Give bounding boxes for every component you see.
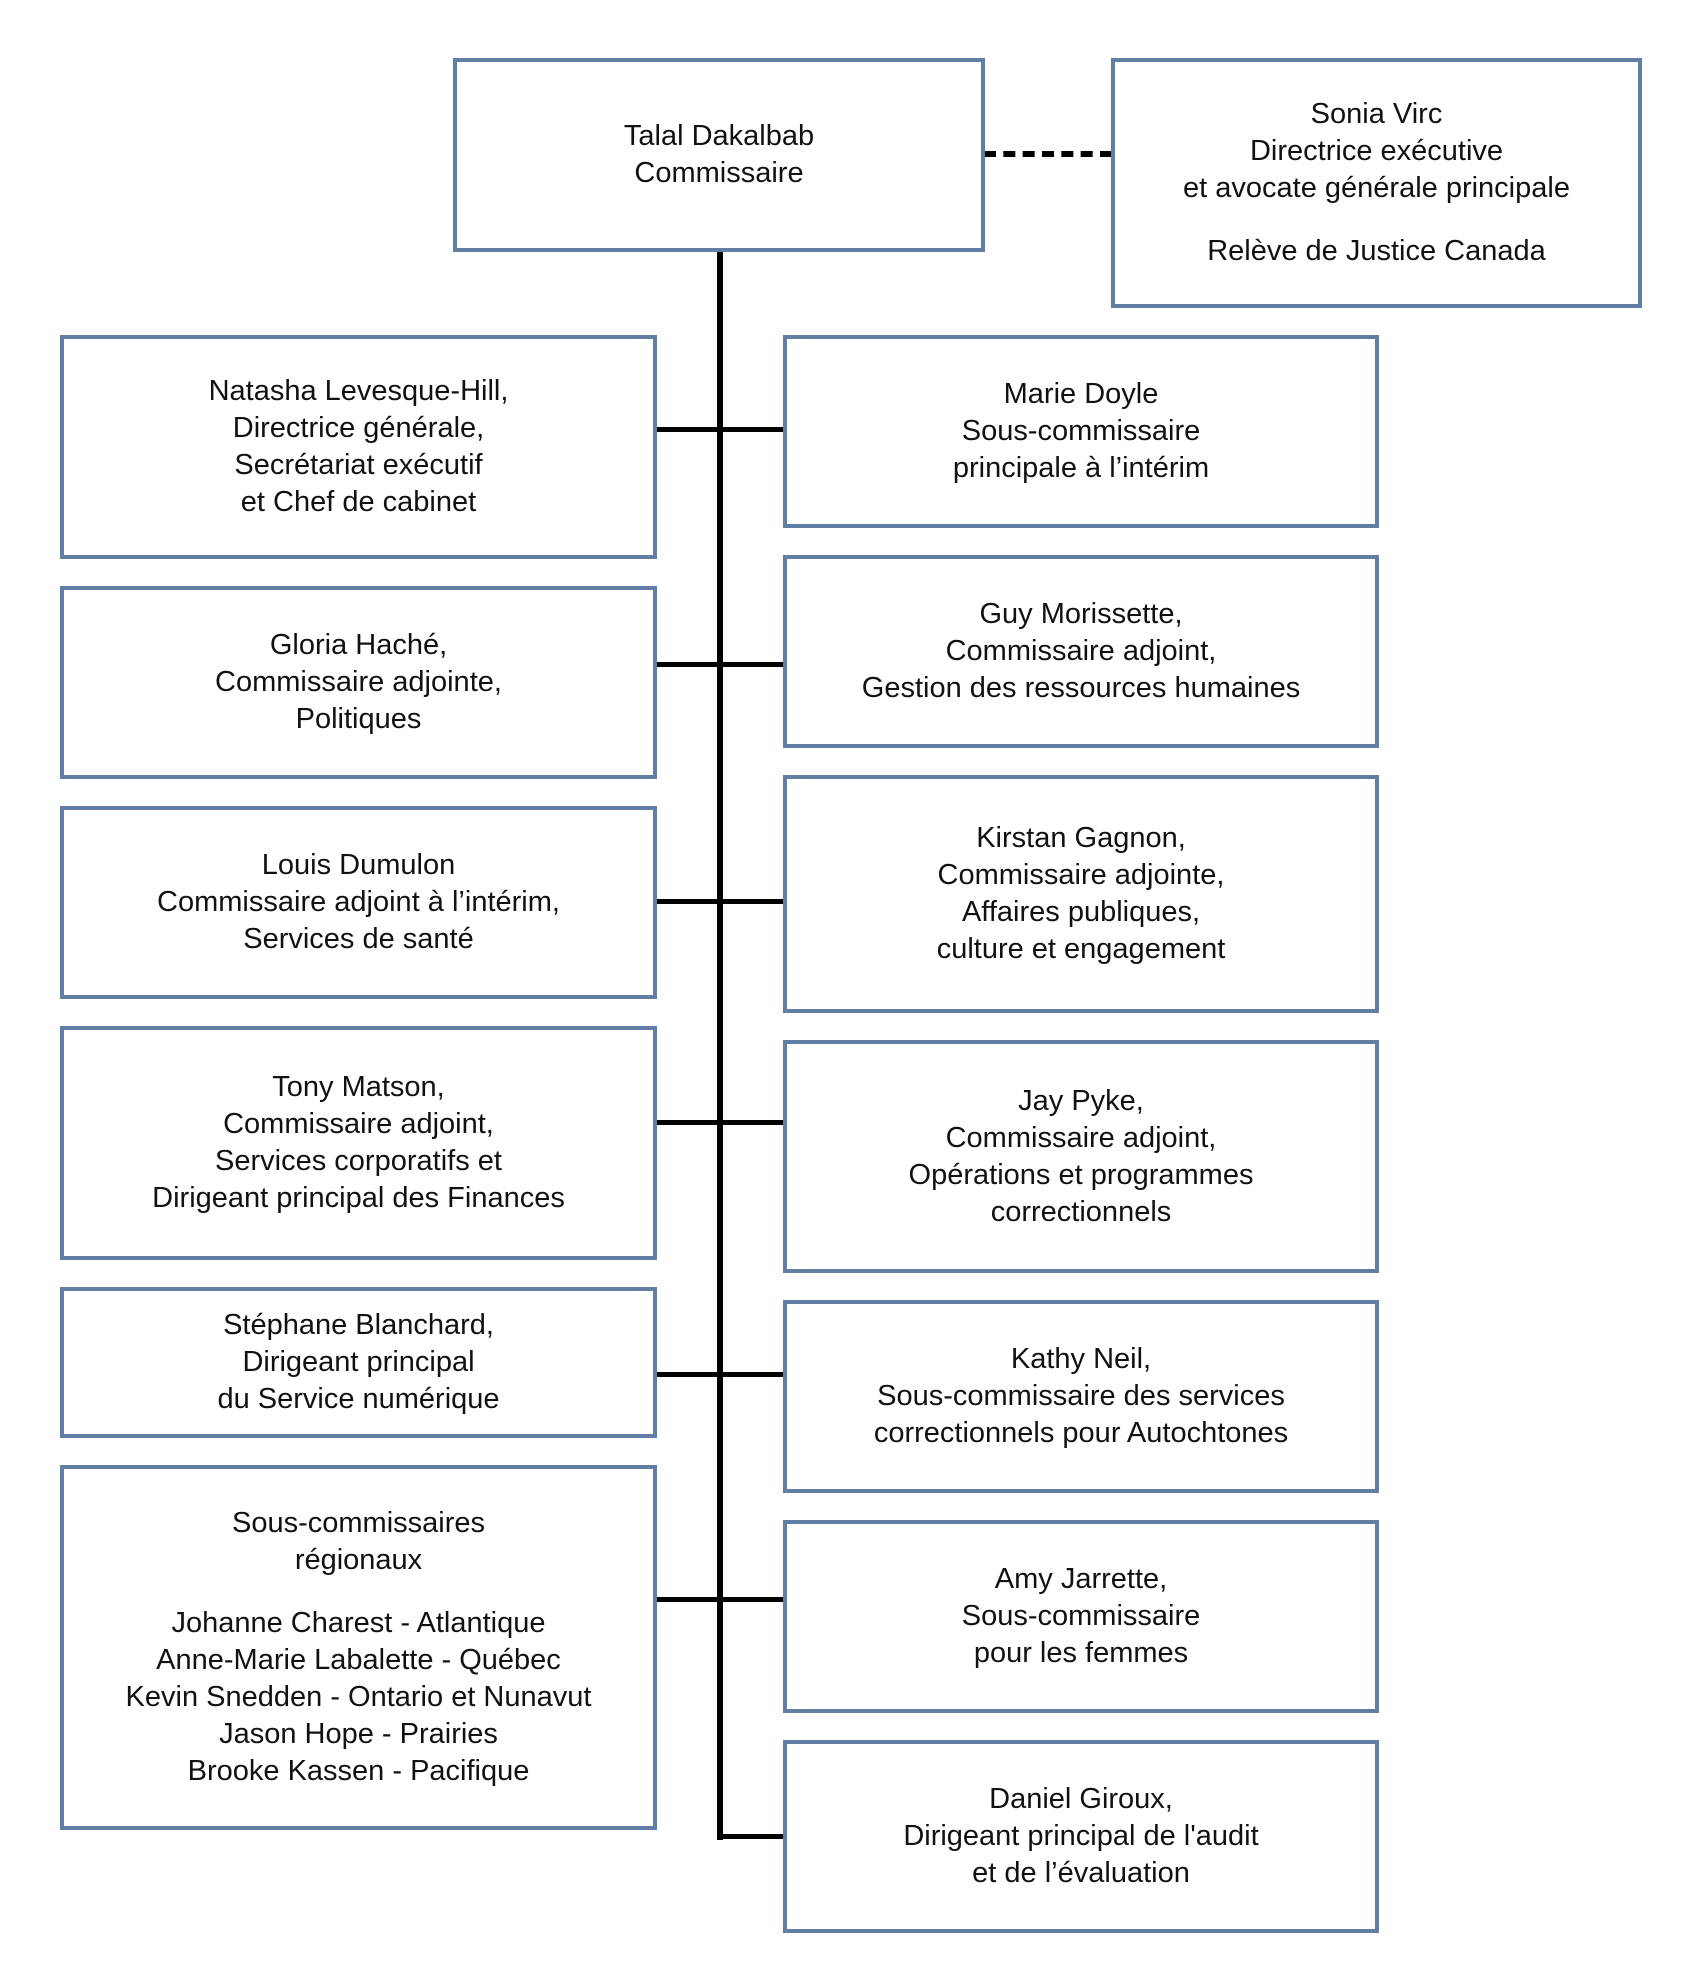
box-text-line: Affaires publiques, (961, 896, 1201, 928)
box-text-line: Services corporatifs et (215, 1145, 502, 1177)
advisor-dashed-connector (984, 151, 1112, 157)
women-offender-box: Amy Jarrette, Sous-commissaire pour les fe… (783, 1520, 1379, 1713)
box-text-line: Services de santé (243, 923, 474, 955)
box-text-line: Jay Pyke, (1018, 1084, 1144, 1117)
box-text-line: Marie Doyle (1003, 378, 1159, 410)
box-text-line: et avocate générale principale (1183, 172, 1570, 204)
connector-row-4 (656, 1120, 784, 1125)
box-text-line: pour les femmes (973, 1637, 1189, 1669)
box-text-line: Kirstan Gagnon, (976, 822, 1186, 854)
box-text-line: Secrétariat exécutif (234, 449, 483, 481)
box-text-line: Natasha Levesque-Hill, (208, 375, 509, 407)
executive-secretariat-box: Natasha Levesque-Hill, Directrice général… (60, 335, 657, 559)
correctional-operations-box: Jay Pyke, Commissaire adjoint, Opérations … (783, 1040, 1379, 1273)
box-text-line: Kathy Neil, (1010, 1343, 1152, 1375)
policy-box: Gloria Haché, Commissaire adjointe, Politi… (60, 586, 657, 779)
connector-row-3 (656, 899, 784, 904)
connector-row-1 (656, 427, 784, 432)
public-affairs-box: Kirstan Gagnon, Commissaire adjointe, Affa… (783, 775, 1379, 1013)
box-text-line: principale à l’intérim (952, 452, 1210, 484)
box-text-line: Sous-commissaire (961, 415, 1201, 447)
box-text-line: Sous-commissaires (232, 1507, 485, 1539)
digital-service-box: Stéphane Blanchard, Dirigeant principal du… (60, 1287, 657, 1438)
box-text-line: Relève de Justice Canada (1207, 235, 1546, 267)
indigenous-services-box: Kathy Neil, Sous-commissaire des services… (783, 1300, 1379, 1493)
box-text-line: et Chef de cabinet (240, 486, 477, 518)
box-text-line: Tony Matson, (272, 1071, 445, 1103)
box-text-line: Amy Jarrette, (994, 1563, 1168, 1595)
box-text-line: Directrice exécutive (1249, 135, 1504, 167)
box-text-line: Kevin Snedden - Ontario et Nunavut (125, 1681, 592, 1713)
box-text-line: Jason Hope - Prairies (219, 1718, 498, 1750)
box-text-line: Anne-Marie Labalette - Québec (156, 1644, 561, 1676)
box-text-line: Politiques (295, 703, 422, 735)
box-text-line: culture et engagement (936, 933, 1226, 965)
box-text-line: Sous-commissaire (961, 1600, 1201, 1632)
box-text-line: Stéphane Blanchard, (223, 1309, 494, 1341)
box-text-line: Sous-commissaire des services (877, 1380, 1285, 1412)
box-text-line: Commissaire adjoint, (945, 635, 1217, 667)
box-text-line: Opérations et programmes (908, 1158, 1254, 1191)
box-text-line: Dirigeant principal (242, 1346, 475, 1378)
box-text-line: régionaux (294, 1544, 423, 1576)
main-vertical-connector (717, 252, 723, 1840)
human-resources-box: Guy Morissette, Commissaire adjoint, Gesti… (783, 555, 1379, 748)
box-text-line: Commissaire adjointe, (215, 666, 502, 698)
box-text-line: Louis Dumulon (261, 849, 456, 881)
box-text-line: et de l’évaluation (972, 1857, 1190, 1889)
box-text-line: Commissaire adjoint à l’intérim, (157, 886, 560, 918)
box-text-line: Directrice générale, (232, 412, 485, 444)
box-text-line: Gestion des ressources humaines (861, 672, 1301, 704)
box-text-line: Dirigeant principal des Finances (152, 1182, 565, 1214)
box-text-line: Commissaire (634, 157, 804, 189)
audit-evaluation-box: Daniel Giroux, Dirigeant principal de l'a… (783, 1740, 1379, 1933)
box-text-line: Daniel Giroux, (989, 1783, 1173, 1815)
box-text-line: Sonia Virc (1310, 98, 1443, 130)
box-text-line: Brooke Kassen - Pacifique (187, 1755, 530, 1787)
box-text-line: Talal Dakalbab (623, 120, 815, 152)
box-text-line: Gloria Haché, (269, 629, 448, 661)
box-text-line: Dirigeant principal de l'audit (903, 1820, 1259, 1852)
box-text-line: du Service numérique (217, 1383, 500, 1415)
corporate-services-box: Tony Matson, Commissaire adjoint, Services… (60, 1026, 657, 1260)
box-text-line: Commissaire adjoint, (945, 1121, 1217, 1154)
box-text-line: Commissaire adjointe, (937, 859, 1225, 891)
box-text-line: Johanne Charest - Atlantique (171, 1607, 546, 1639)
connector-row-5 (656, 1372, 784, 1377)
connector-row-2 (656, 662, 784, 667)
box-text-line: Guy Morissette, (979, 598, 1183, 630)
box-text-line: correctionnels (990, 1195, 1172, 1228)
connector-row-7 (720, 1834, 784, 1839)
box-text-line: correctionnels pour Autochtones (873, 1417, 1289, 1449)
connector-row-6 (656, 1597, 784, 1602)
box-text-line: Commissaire adjoint, (223, 1108, 494, 1140)
